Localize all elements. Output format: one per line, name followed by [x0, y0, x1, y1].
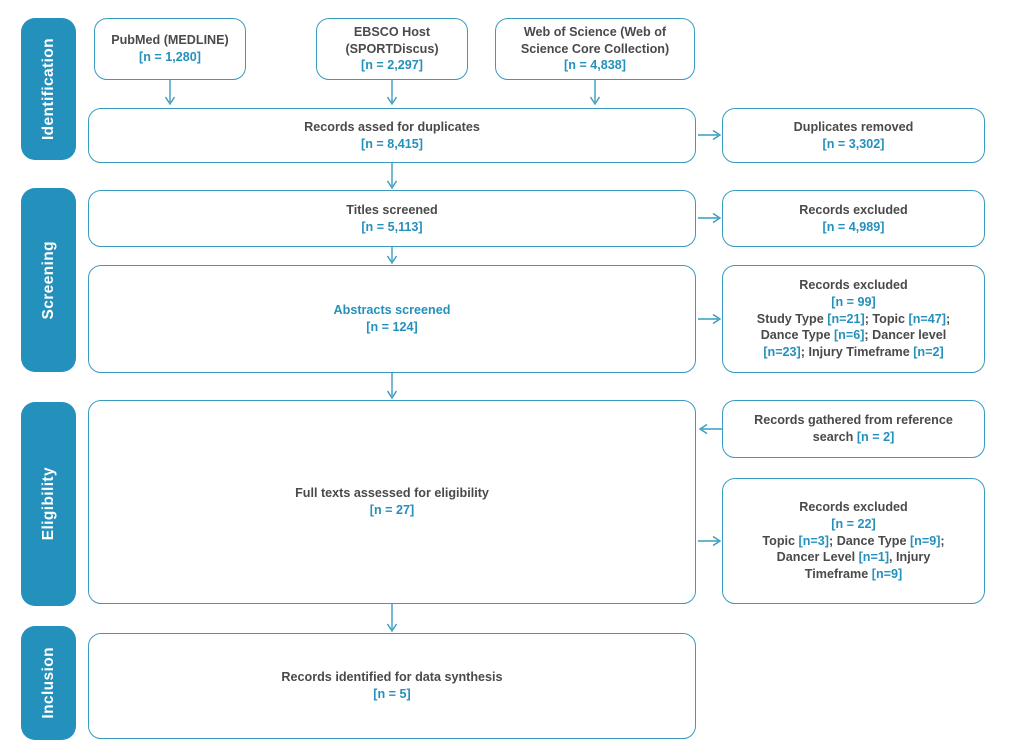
- side-box-fulltext-excluded: Records excluded [n = 22] Topic [n=3]; D…: [722, 478, 985, 604]
- source-ebsco-count: [n = 2,297]: [361, 58, 423, 73]
- side-box-duplicates-removed: Duplicates removed [n = 3,302]: [722, 108, 985, 163]
- abstracts-excluded-label: Records excluded: [799, 278, 908, 293]
- abstracts-excluded-reasons-line3: [n=23]; Injury Timeframe [n=2]: [763, 345, 944, 360]
- source-ebsco-name-line1: EBSCO Host: [353, 24, 431, 39]
- arrow-full-texts-to-synthesis: [385, 604, 399, 635]
- stage-label-eligibility: Eligibility: [39, 467, 57, 541]
- source-pubmed-name: PubMed (MEDLINE): [111, 33, 229, 48]
- titles-excluded-count: [n = 4,989]: [822, 219, 885, 234]
- stage-screening: Screening: [21, 188, 76, 372]
- data-synthesis-count: [n = 5]: [373, 687, 411, 701]
- arrow-duplicates-to-titles: [385, 163, 399, 192]
- abstracts-excluded-reasons-line2: Dance Type [n=6]; Dancer level: [760, 328, 947, 343]
- arrow-duplicates-to-removed: [698, 128, 722, 142]
- fulltext-excluded-reasons-line1: Topic [n=3]; Dance Type [n=9];: [762, 533, 945, 548]
- main-box-duplicates-assessed: Records assed for duplicates [n = 8,415]: [88, 108, 696, 163]
- arrow-full-texts-to-excluded: [698, 534, 722, 548]
- stage-identification: Identification: [21, 18, 76, 160]
- abstracts-screened-label: Abstracts screened: [333, 303, 451, 318]
- stage-label-inclusion: Inclusion: [39, 647, 57, 719]
- arrow-ebsco-to-duplicates: [385, 80, 399, 108]
- main-box-titles-screened: Titles screened [n = 5,113]: [88, 190, 696, 247]
- arrow-wos-to-duplicates: [588, 80, 602, 108]
- stage-inclusion: Inclusion: [21, 626, 76, 740]
- stage-eligibility: Eligibility: [21, 402, 76, 606]
- source-pubmed-count: [n = 1,280]: [139, 50, 201, 64]
- side-box-abstracts-excluded: Records excluded [n = 99] Study Type [n=…: [722, 265, 985, 373]
- source-wos-count: [n = 4,838]: [564, 58, 626, 73]
- stage-label-identification: Identification: [39, 37, 57, 141]
- titles-excluded-label: Records excluded: [799, 202, 908, 217]
- side-box-titles-excluded: Records excluded [n = 4,989]: [722, 190, 985, 247]
- arrow-titles-to-abstracts: [385, 247, 399, 267]
- abstracts-screened-count: [n = 124]: [366, 320, 418, 334]
- reference-search-label: Records gathered from reference: [754, 413, 953, 428]
- arrow-pubmed-to-duplicates: [163, 80, 177, 108]
- titles-screened-count: [n = 5,113]: [361, 219, 423, 234]
- arrow-abstracts-to-excluded: [698, 312, 722, 326]
- reference-search-count-line: search [n = 2]: [812, 430, 895, 444]
- duplicates-assessed-count: [n = 8,415]: [361, 136, 423, 151]
- arrow-reference-search-to-full-texts: [698, 422, 722, 436]
- source-box-pubmed: PubMed (MEDLINE) [n = 1,280]: [94, 18, 246, 80]
- fulltext-excluded-count: [n = 22]: [831, 516, 876, 531]
- full-texts-label: Full texts assessed for eligibility: [295, 486, 489, 501]
- stage-label-screening: Screening: [39, 240, 57, 320]
- fulltext-excluded-reasons-line2: Dancer Level [n=1], Injury: [776, 550, 931, 565]
- fulltext-excluded-label: Records excluded: [799, 500, 908, 515]
- arrow-abstracts-to-full-texts: [385, 373, 399, 402]
- abstracts-excluded-count: [n = 99]: [831, 294, 876, 309]
- source-wos-name-line2: Science Core Collection): [520, 41, 670, 56]
- arrow-titles-to-excluded: [698, 211, 722, 225]
- duplicates-assessed-label: Records assed for duplicates: [304, 119, 480, 134]
- fulltext-excluded-reasons-line3: Timeframe [n=9]: [804, 567, 903, 582]
- titles-screened-label: Titles screened: [346, 202, 438, 217]
- data-synthesis-label: Records identified for data synthesis: [281, 670, 503, 685]
- source-box-web-of-science: Web of Science (Web of Science Core Coll…: [495, 18, 695, 80]
- side-box-reference-search: Records gathered from reference search […: [722, 400, 985, 458]
- source-wos-name-line1: Web of Science (Web of: [523, 24, 667, 39]
- source-box-ebsco: EBSCO Host (SPORTDiscus) [n = 2,297]: [316, 18, 468, 80]
- source-ebsco-name-line2: (SPORTDiscus): [345, 41, 439, 56]
- duplicates-removed-count: [n = 3,302]: [822, 136, 885, 151]
- abstracts-excluded-reasons-line1: Study Type [n=21]; Topic [n=47];: [756, 311, 951, 326]
- main-box-data-synthesis: Records identified for data synthesis [n…: [88, 633, 696, 739]
- duplicates-removed-label: Duplicates removed: [793, 119, 914, 134]
- main-box-abstracts-screened: Abstracts screened [n = 124]: [88, 265, 696, 373]
- full-texts-count: [n = 27]: [369, 503, 415, 517]
- main-box-full-texts: Full texts assessed for eligibility [n =…: [88, 400, 696, 604]
